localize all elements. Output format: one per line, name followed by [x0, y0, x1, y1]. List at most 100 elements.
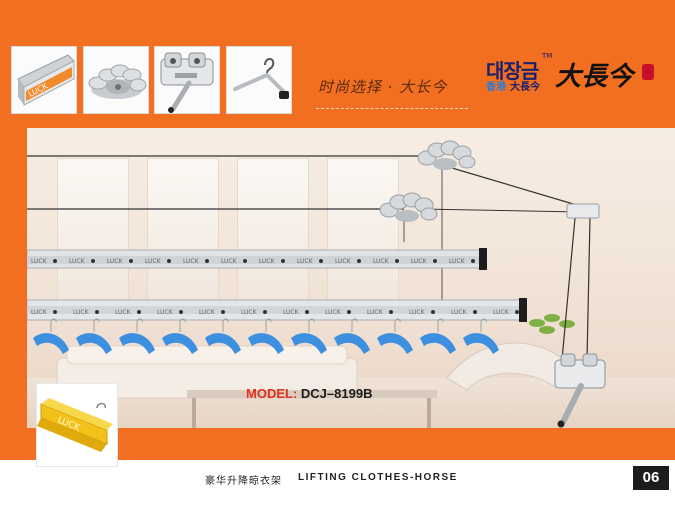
rail-hole — [179, 310, 183, 314]
rail-label: LUCK — [145, 258, 162, 265]
hanger-hook — [179, 318, 186, 332]
hanger-hook — [480, 318, 487, 332]
hanger-icon — [291, 333, 327, 354]
thumbnail-rail: LUCK — [11, 46, 77, 114]
rail-hole — [433, 259, 437, 263]
rail-label: LUCK — [73, 309, 90, 316]
rail-label: LUCK — [69, 258, 86, 265]
brand-sub-hk: 香港 — [486, 82, 506, 93]
rail-label: LUCK — [115, 309, 132, 316]
rail-label: LUCK — [409, 309, 426, 316]
rail-hole — [471, 259, 475, 263]
rail-label: LUCK — [183, 258, 200, 265]
rail-hole — [53, 310, 57, 314]
hanger-icon — [162, 333, 198, 354]
rail-hole — [95, 310, 99, 314]
rail-label: LUCK — [241, 309, 258, 316]
rail-hole — [205, 259, 209, 263]
brand-seal-icon — [642, 64, 654, 80]
rail-hole — [281, 259, 285, 263]
page-number: 06 — [633, 466, 669, 490]
hanger-hook — [437, 318, 444, 332]
product-scene: LUCK LUCK LUCK LUCK LUCK LUCK LUCK LUCK LUCK LUCK… — [27, 128, 675, 428]
rail-hole — [263, 310, 267, 314]
hanger-icon — [248, 333, 284, 354]
hanger-icon — [420, 333, 456, 354]
rail-label: LUCK — [199, 309, 216, 316]
rail-hole — [129, 259, 133, 263]
footer-title-english: LIFTING CLOTHES-HORSE — [298, 472, 458, 483]
model-value: DCJ–8199B — [300, 386, 373, 401]
rail-label: LUCK — [411, 258, 428, 265]
hanger-icon — [463, 333, 499, 354]
header-slogan: 时尚选择 · 大长今 — [318, 78, 448, 96]
hanger-hook — [394, 318, 401, 332]
rail-hole — [347, 310, 351, 314]
rail-label: LUCK — [31, 258, 48, 265]
rail-hole — [305, 310, 309, 314]
rail-hole — [243, 259, 247, 263]
clothes-rack-illustration: LUCK LUCK LUCK LUCK LUCK LUCK LUCK LUCK LUCK LUCK… — [27, 140, 606, 428]
crank-handle-icon — [160, 52, 214, 113]
rail-label: LUCK — [335, 258, 352, 265]
pulley-icon — [88, 64, 147, 99]
rail-hole — [53, 259, 57, 263]
hanger-hook — [93, 318, 100, 332]
hanger-hook — [265, 318, 272, 332]
hanger-hook — [50, 318, 57, 332]
rail-hole — [221, 310, 225, 314]
hanger-hook — [222, 318, 229, 332]
hanger-icon — [334, 333, 370, 354]
rail-label: LUCK — [367, 309, 384, 316]
side-band — [0, 128, 27, 428]
footer-title-chinese: 豪华升降晾衣架 — [205, 476, 282, 487]
rail-label: LUCK — [493, 309, 510, 316]
brand-sub-name: 大長今 — [510, 82, 540, 93]
rail-hole — [319, 259, 323, 263]
rail-label: LUCK — [373, 258, 390, 265]
rail-label: LUCK — [449, 258, 466, 265]
model-number: MODEL: DCJ–8199B — [246, 386, 372, 401]
hanger-icon — [76, 333, 112, 354]
rail-hole — [91, 259, 95, 263]
hanger-icon — [33, 333, 69, 354]
rail-hole — [431, 310, 435, 314]
hanger-icon — [119, 333, 155, 354]
thumbnail-hanger — [226, 46, 292, 114]
rail-hole — [473, 310, 477, 314]
window-panel — [327, 158, 399, 310]
window-panel — [237, 158, 309, 310]
rail-hole — [137, 310, 141, 314]
rail-detail-icon: LUCK — [37, 398, 113, 452]
model-label: MODEL: — [246, 386, 298, 401]
hanger-hook — [351, 318, 358, 332]
rail-hole — [389, 310, 393, 314]
rail-hole — [167, 259, 171, 263]
hanger-icon — [205, 333, 241, 354]
rail-label: LUCK — [259, 258, 276, 265]
slogan-underline — [316, 108, 468, 109]
rail-label: LUCK — [221, 258, 238, 265]
rail-detail-inset: LUCK — [36, 383, 118, 467]
rail-label: LUCK — [451, 309, 468, 316]
hanger-icon — [377, 333, 413, 354]
window-panel — [57, 158, 129, 310]
brand-logo-chinese: 大長今 — [555, 62, 634, 92]
rail-hole — [357, 259, 361, 263]
rail-hole — [395, 259, 399, 263]
thumbnail-pulley — [83, 46, 149, 114]
hanger-hook — [136, 318, 143, 332]
rail-label: LUCK — [283, 309, 300, 316]
hanger-icon — [233, 58, 289, 99]
rail-label: LUCK — [325, 309, 342, 316]
footer-area — [0, 460, 675, 510]
rail-hole — [515, 310, 519, 314]
thumbnail-crank — [154, 46, 220, 114]
rail-label: LUCK — [157, 309, 174, 316]
rail-label: LUCK — [107, 258, 124, 265]
window-panel — [147, 158, 219, 310]
rail-profile-icon: LUCK — [17, 54, 75, 106]
hanger-hook — [308, 318, 315, 332]
brand-korean: 대장금 — [486, 59, 539, 83]
